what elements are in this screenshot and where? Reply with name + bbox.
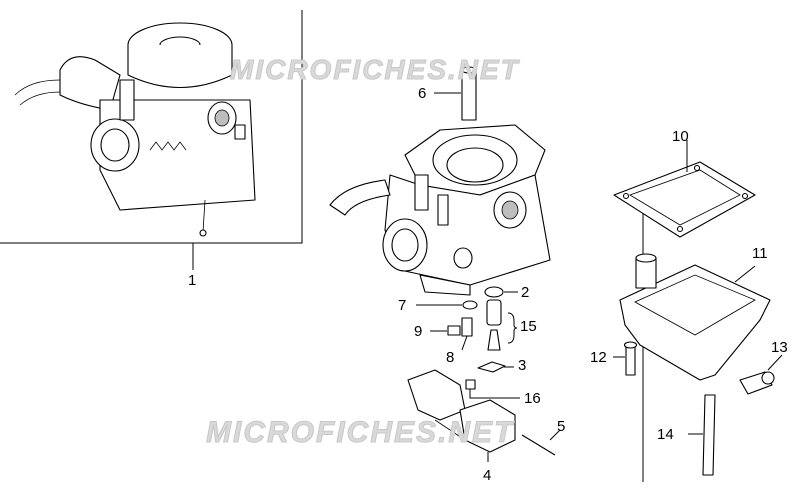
callout-13: 13 xyxy=(771,339,788,356)
callout-1: 1 xyxy=(188,272,197,289)
callout-12: 12 xyxy=(590,349,607,366)
float-and-pin xyxy=(407,369,561,462)
callout-11: 11 xyxy=(752,245,768,262)
callout-8: 8 xyxy=(446,349,455,366)
small-jets xyxy=(416,286,520,399)
watermark-bottom: MICROFICHES.NET xyxy=(205,416,515,449)
callout-3: 3 xyxy=(518,357,527,374)
callout-7: 7 xyxy=(398,297,407,314)
callout-10: 10 xyxy=(672,128,689,145)
part-6-needle-jet xyxy=(434,66,477,121)
callout-5: 5 xyxy=(557,418,566,435)
callout-4: 4 xyxy=(483,467,492,484)
callout-2: 2 xyxy=(521,284,530,301)
carburetor-body xyxy=(329,124,551,296)
callout-9: 9 xyxy=(414,323,423,340)
callout-6: 6 xyxy=(418,85,427,102)
callout-16: 16 xyxy=(524,390,541,407)
float-chamber-assembly xyxy=(613,140,783,482)
watermark-top: MICROFICHES.NET xyxy=(230,54,520,85)
assembled-carburetor-inset xyxy=(0,10,303,270)
callout-15: 15 xyxy=(520,318,537,335)
callout-14: 14 xyxy=(657,426,674,443)
